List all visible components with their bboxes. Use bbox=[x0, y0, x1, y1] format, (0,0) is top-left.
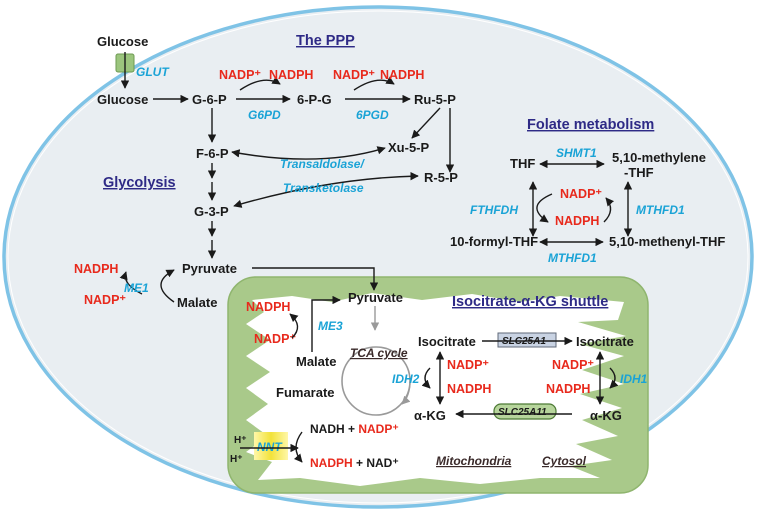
tca-label: TCA cycle bbox=[350, 346, 408, 360]
isocitrate-cytosol: Isocitrate bbox=[576, 334, 634, 349]
idh2-label: IDH2 bbox=[392, 372, 420, 386]
idh1-label: IDH1 bbox=[620, 372, 648, 386]
malate-mito: Malate bbox=[296, 354, 336, 369]
mthfd1-label-b: MTHFD1 bbox=[548, 251, 597, 265]
h-plus-1: H⁺ bbox=[234, 435, 247, 446]
r5p: R-5-P bbox=[424, 170, 458, 185]
6pg: 6-P-G bbox=[297, 92, 332, 107]
slc25a1-transporter bbox=[497, 332, 557, 348]
shmt1-label: SHMT1 bbox=[556, 146, 597, 160]
f6p: F-6-P bbox=[196, 146, 229, 161]
ppp-nadp-1: NADP⁺ bbox=[219, 68, 261, 82]
me1-nadp: NADP⁺ bbox=[84, 293, 126, 307]
nnt-nadph-text: NADPH bbox=[310, 456, 353, 470]
mitochondria-label: Mitochondria bbox=[436, 454, 512, 468]
glycolysis-title: Glycolysis bbox=[103, 175, 176, 191]
malate-cytosol: Malate bbox=[177, 295, 217, 310]
transaldolase-label: Transaldolase/ bbox=[280, 157, 365, 171]
g6p: G-6-P bbox=[192, 92, 227, 107]
fumarate: Fumarate bbox=[276, 385, 335, 400]
folate-nadph: NADPH bbox=[555, 214, 599, 228]
methylene-thf-line1: 5,10-methylene bbox=[612, 150, 706, 165]
mthfd1-label-a: MTHFD1 bbox=[636, 203, 685, 217]
g6pd-label: G6PD bbox=[248, 108, 281, 122]
ppp-title: The PPP bbox=[296, 33, 355, 49]
xu5p: Xu-5-P bbox=[388, 140, 430, 155]
6pgd-label: 6PGD bbox=[356, 108, 389, 122]
folate-nadp: NADP⁺ bbox=[560, 187, 602, 201]
ppp-nadph-2: NADPH bbox=[380, 68, 424, 82]
pyruvate-cytosol: Pyruvate bbox=[182, 261, 237, 276]
fthfdh-label: FTHFDH bbox=[470, 203, 518, 217]
shuttle-title: Isocitrate-α-KG shuttle bbox=[452, 294, 608, 310]
g3p: G-3-P bbox=[194, 204, 229, 219]
thf: THF bbox=[510, 156, 535, 171]
akg-mito: α-KG bbox=[414, 408, 446, 423]
methylene-thf-line2: -THF bbox=[624, 165, 654, 180]
slc25a11-transporter bbox=[493, 403, 557, 420]
methenyl-thf: 5,10-methenyl-THF bbox=[609, 234, 725, 249]
nnt-products: NADPH + NAD⁺ bbox=[310, 456, 399, 470]
glucose-inside: Glucose bbox=[97, 92, 148, 107]
slc25a11-label: SLC25A11 bbox=[498, 407, 547, 418]
ru5p: Ru-5-P bbox=[414, 92, 456, 107]
nnt-label: NNT bbox=[257, 440, 283, 454]
transketolase-label: Transketolase bbox=[283, 181, 364, 195]
nnt-nadp-text: NADP⁺ bbox=[358, 422, 398, 436]
me3-nadp: NADP⁺ bbox=[254, 332, 296, 346]
me3-label: ME3 bbox=[318, 319, 343, 333]
glut-label: GLUT bbox=[136, 65, 170, 79]
glucose-outside: Glucose bbox=[97, 34, 148, 49]
ppp-nadph-1: NADPH bbox=[269, 68, 313, 82]
idh1-nadph: NADPH bbox=[546, 382, 590, 396]
idh2-nadph: NADPH bbox=[447, 382, 491, 396]
nnt-transporter bbox=[254, 432, 288, 460]
h-plus-2: H⁺ bbox=[230, 454, 243, 465]
pyruvate-mito: Pyruvate bbox=[348, 290, 403, 305]
idh2-nadp: NADP⁺ bbox=[447, 358, 489, 372]
cytosol-label: Cytosol bbox=[542, 454, 587, 468]
idh1-nadp: NADP⁺ bbox=[552, 358, 594, 372]
ppp-nadp-2: NADP⁺ bbox=[333, 68, 375, 82]
me1-nadph: NADPH bbox=[74, 262, 118, 276]
folate-title: Folate metabolism bbox=[527, 117, 654, 133]
cell-membrane-inner bbox=[7, 10, 749, 504]
isocitrate-mito: Isocitrate bbox=[418, 334, 476, 349]
nad-text: + NAD⁺ bbox=[353, 456, 399, 470]
me3-nadph: NADPH bbox=[246, 300, 290, 314]
formyl-thf: 10-formyl-THF bbox=[450, 234, 538, 249]
nadh-text: NADH + bbox=[310, 422, 358, 436]
me1-label: ME1 bbox=[124, 281, 149, 295]
nnt-substrates: NADH + NADP⁺ bbox=[310, 422, 399, 436]
akg-cytosol: α-KG bbox=[590, 408, 622, 423]
